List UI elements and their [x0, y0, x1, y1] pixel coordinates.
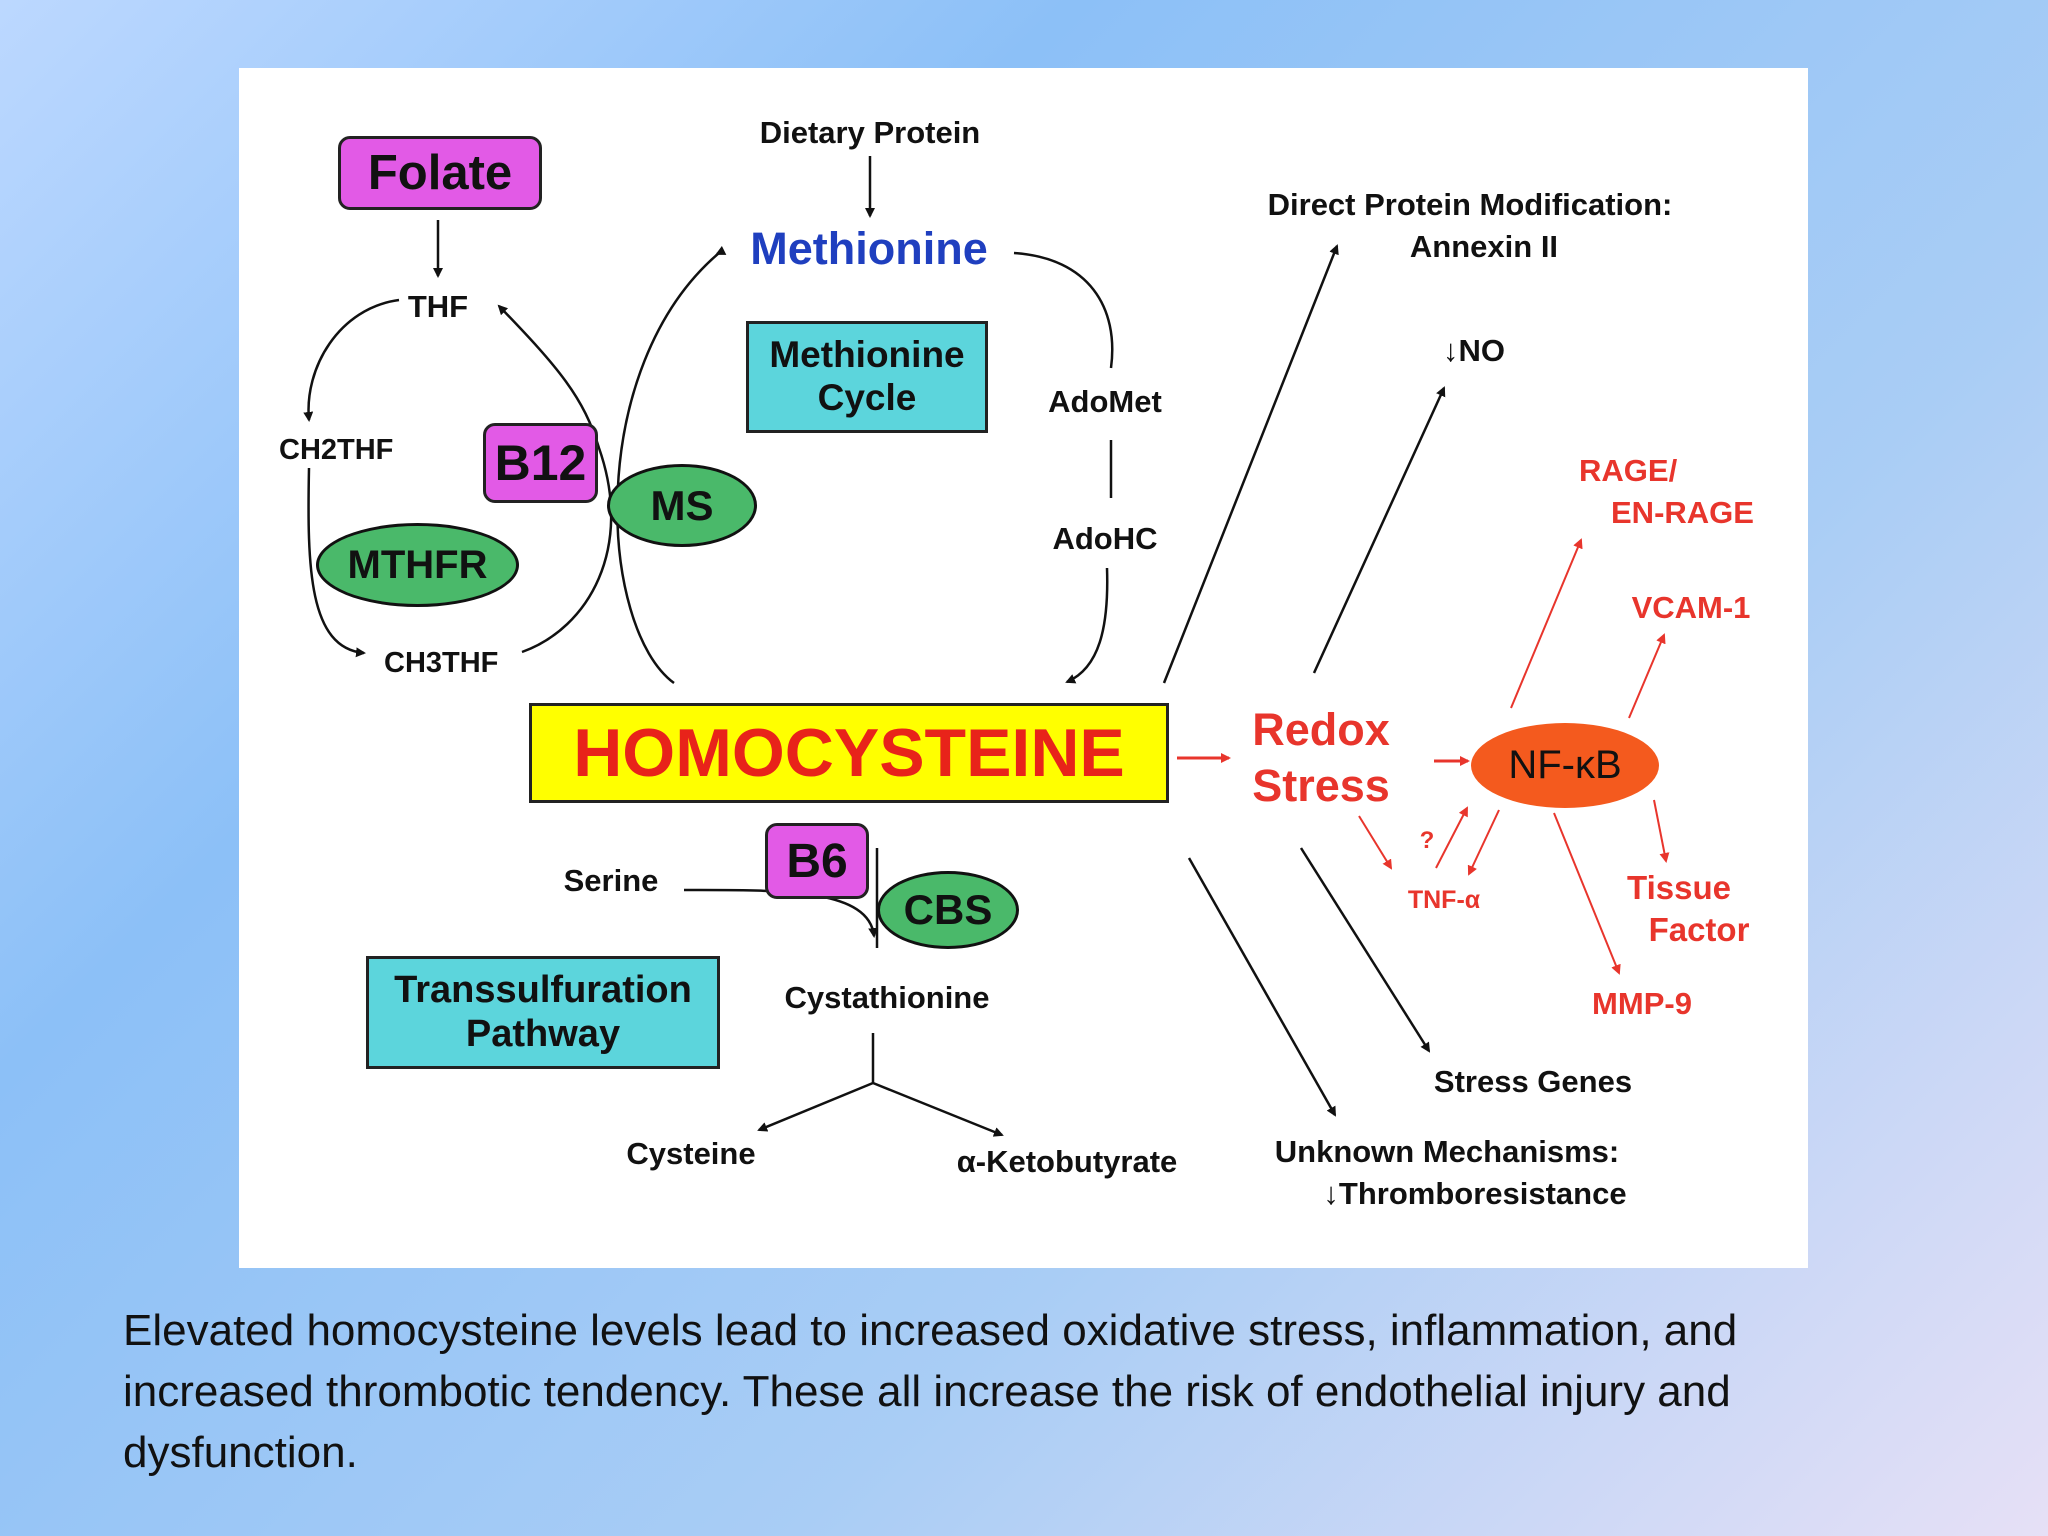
homocysteine-box: HOMOCYSTEINE	[529, 703, 1169, 803]
b12-box: B12	[483, 423, 598, 503]
direct-protein-mod-label: Direct Protein Modification:	[1268, 187, 1673, 222]
redox-label-line1: Redox	[1252, 704, 1390, 755]
factor-label-line2: Factor	[1649, 911, 1750, 948]
dietary-protein-label: Dietary Protein	[760, 115, 981, 150]
homocysteine-pathway-diagram: THF CH2THF CH3THF Dietary Protein Methio…	[239, 68, 1808, 1268]
methionine-cycle-label: Methionine Cycle	[769, 334, 965, 418]
b6-label: B6	[786, 834, 848, 888]
methionine-cycle-box: Methionine Cycle	[746, 321, 988, 433]
thf-label: THF	[408, 289, 468, 324]
adomet-label: AdoMet	[1048, 384, 1162, 419]
methionine-label: Methionine	[750, 223, 987, 274]
b6-box: B6	[765, 823, 869, 899]
folate-box: Folate	[338, 136, 542, 210]
nfkb-oval: NF-κB	[1471, 723, 1659, 808]
mthfr-oval: MTHFR	[316, 523, 519, 607]
rage-label-line1: RAGE/	[1579, 453, 1678, 488]
transsulfuration-box: Transsulfuration Pathway	[366, 956, 720, 1069]
cbs-oval: CBS	[877, 871, 1019, 949]
tnf-label: TNF-α	[1408, 886, 1481, 914]
unknown-mechanisms-label: Unknown Mechanisms:	[1275, 1134, 1620, 1169]
annexin-label: Annexin II	[1410, 229, 1558, 264]
vcam-label: VCAM-1	[1632, 590, 1751, 625]
transsulfuration-label: Transsulfuration Pathway	[394, 968, 692, 1055]
cbs-label: CBS	[903, 886, 993, 933]
stress-genes-label: Stress Genes	[1434, 1064, 1632, 1099]
homocysteine-label: HOMOCYSTEINE	[573, 715, 1125, 791]
slide-caption: Elevated homocysteine levels lead to inc…	[123, 1306, 1738, 1477]
thromboresistance-label: ↓Thromboresistance	[1323, 1176, 1626, 1211]
folate-label: Folate	[367, 146, 513, 200]
ms-oval: MS	[607, 464, 757, 547]
b12-label: B12	[494, 435, 587, 491]
cysteine-label: Cysteine	[626, 1136, 755, 1171]
no-label: ↓NO	[1443, 333, 1505, 368]
tissue-label-line1: Tissue	[1627, 869, 1731, 906]
ms-label: MS	[650, 481, 714, 529]
stress-label-line2: Stress	[1252, 760, 1390, 811]
cystathionine-label: Cystathionine	[785, 980, 990, 1015]
rage-label-line2: EN-RAGE	[1611, 495, 1754, 530]
nfkb-label: NF-κB	[1508, 743, 1622, 787]
ch2thf-label: CH2THF	[279, 434, 393, 466]
mmp9-label: MMP-9	[1592, 986, 1692, 1021]
question-label: ?	[1420, 827, 1435, 854]
ketobutyrate-label: α-Ketobutyrate	[957, 1144, 1178, 1179]
pathway-arrows: THF CH2THF CH3THF Dietary Protein Methio…	[279, 115, 1754, 1211]
ch3thf-label: CH3THF	[384, 647, 498, 679]
serine-label: Serine	[564, 863, 659, 898]
adohc-label: AdoHC	[1052, 521, 1157, 556]
mthfr-label: MTHFR	[347, 542, 488, 587]
